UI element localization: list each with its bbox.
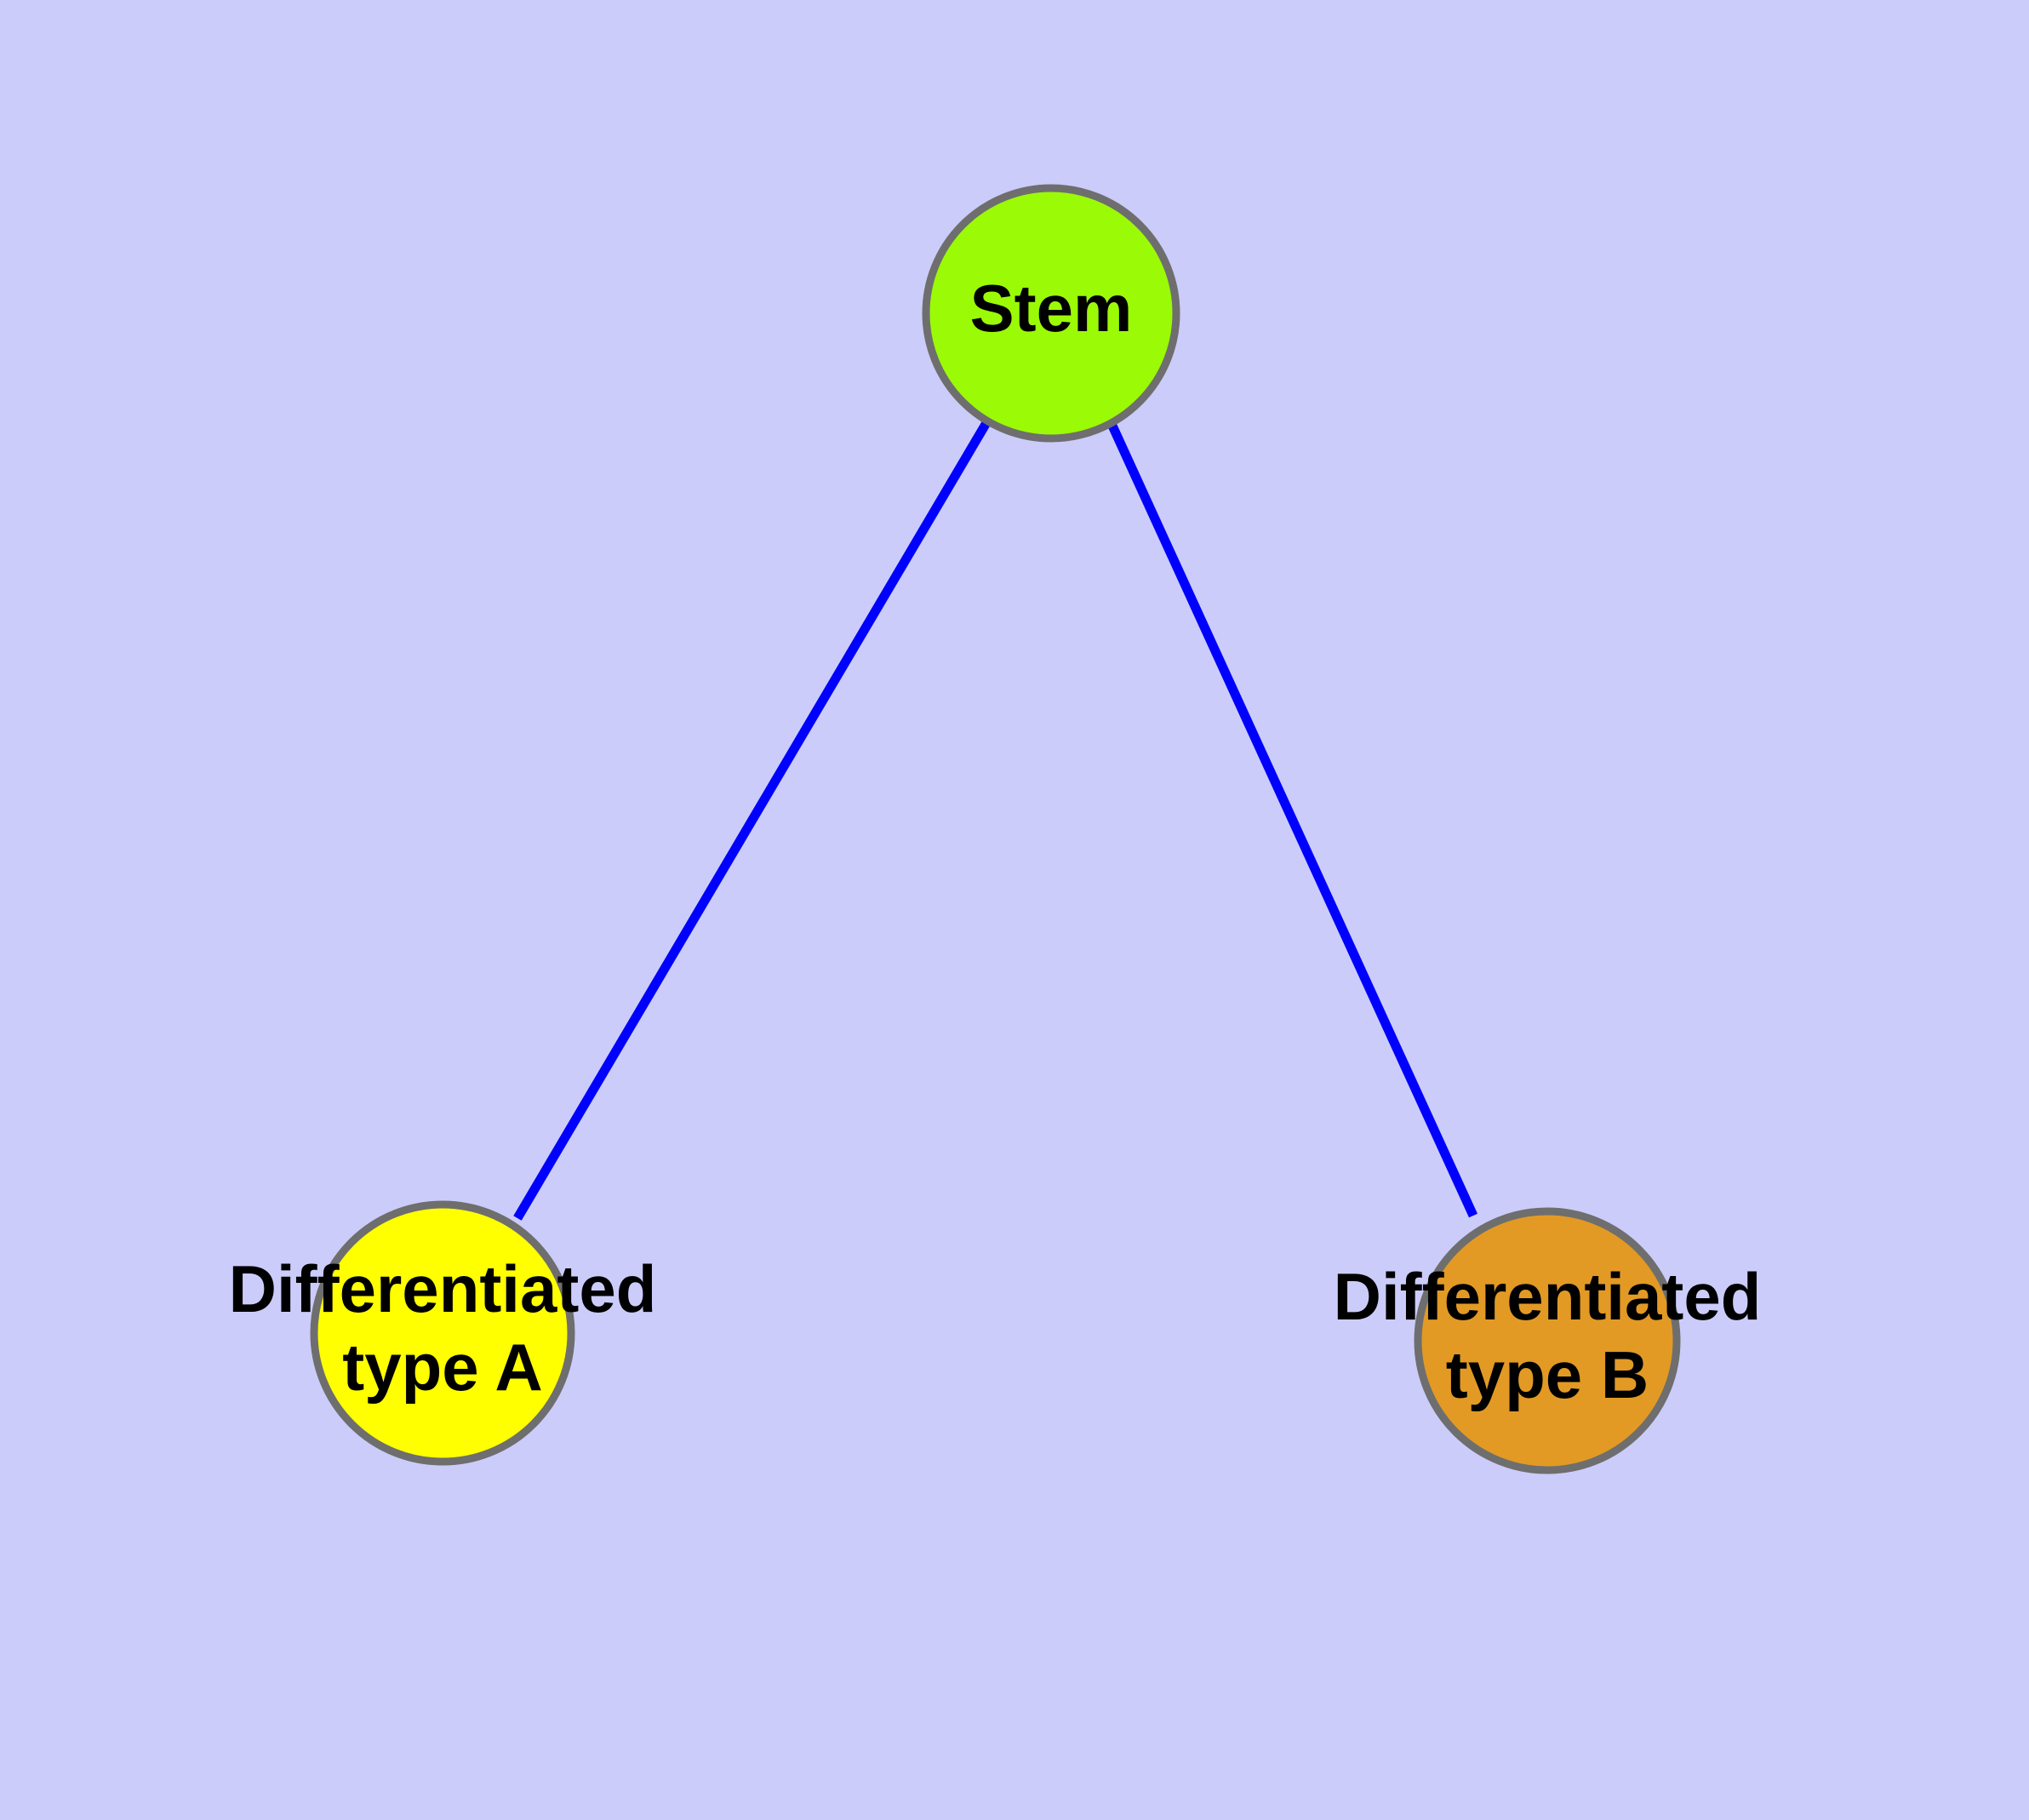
edge-stem-to-diff-b[interactable] xyxy=(1107,423,1478,1218)
node-label-line: Differentiated xyxy=(1334,1259,1762,1334)
node-circle-stem[interactable] xyxy=(922,184,1180,443)
edge-stem-to-diff-a[interactable] xyxy=(513,419,992,1221)
node-label-stem: Stem xyxy=(970,271,1133,346)
node-circle-diff-a[interactable] xyxy=(310,1200,575,1466)
node-label-line: type A xyxy=(342,1330,543,1405)
node-label-line: Differentiated xyxy=(229,1251,657,1326)
edges-layer xyxy=(513,419,1478,1221)
node-circle-diff-b[interactable] xyxy=(1414,1207,1681,1474)
node-label-line: type B xyxy=(1446,1337,1649,1412)
node-label-line: Stem xyxy=(970,271,1133,346)
